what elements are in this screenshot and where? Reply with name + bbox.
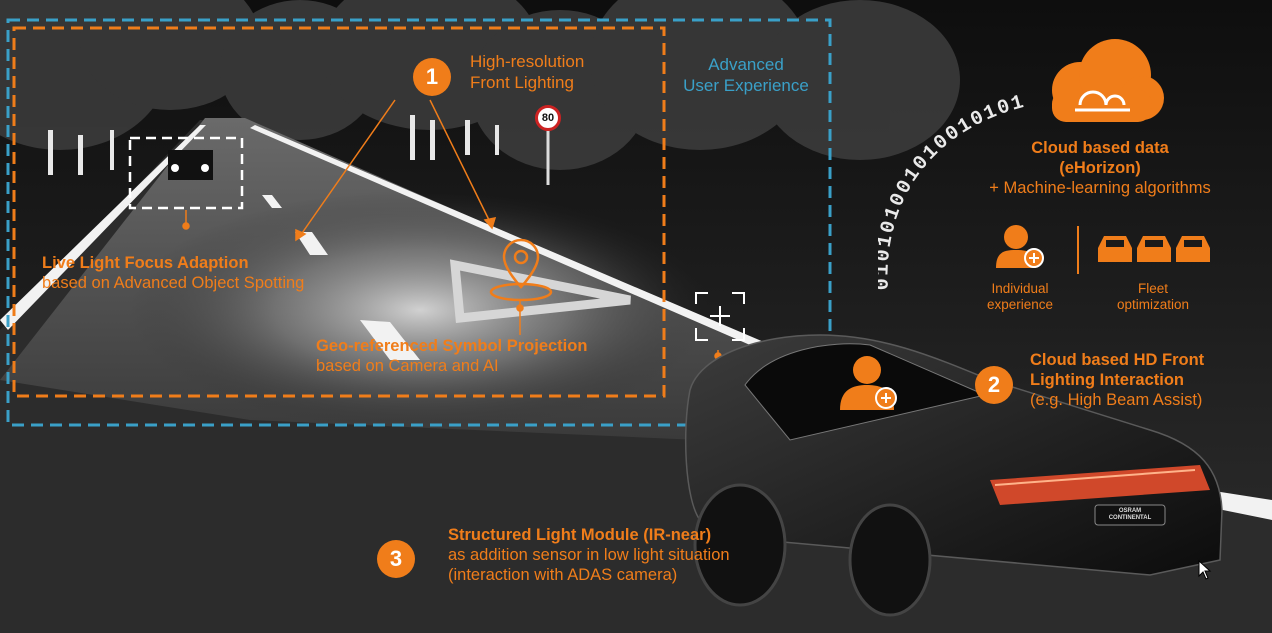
individual-experience-label: Individual experience	[970, 281, 1070, 314]
speed-limit-value: 80	[541, 112, 555, 124]
fleet-line1: Fleet	[1137, 281, 1168, 296]
callout-2-title-line2: Lighting Interaction	[1030, 371, 1184, 390]
speed-limit-sign: 80	[535, 105, 561, 131]
license-plate-line1: OSRAM	[1118, 508, 1142, 514]
crosshair-bracket	[695, 292, 745, 341]
callout-3-line2: as addition sensor in low light situatio…	[448, 546, 730, 565]
callout-1-badge: 1	[413, 58, 451, 96]
cloud-title-line1: Cloud based data	[1031, 139, 1169, 157]
cloud-icon	[1052, 39, 1164, 122]
callout-2-block: Cloud based HD Front Lighting Interactio…	[1030, 350, 1204, 410]
object-spotting-frame	[128, 136, 244, 210]
advanced-ux-line1: Advanced	[708, 55, 784, 74]
license-plate-line2: CONTINENTAL	[1108, 515, 1152, 521]
live-light-title: Live Light Focus Adaption	[42, 254, 249, 272]
geo-symbol-title: Geo-referenced Symbol Projection	[316, 337, 588, 355]
cloud-title-line2: (eHorizon)	[1059, 159, 1141, 178]
location-pin-icon	[489, 238, 553, 302]
binary-data-stream: 01010100101001010100	[871, 79, 1028, 295]
license-plate: OSRAM CONTINENTAL	[1097, 507, 1163, 524]
callout-2-badge: 2	[975, 366, 1013, 404]
car	[684, 334, 1223, 617]
callout-2-title-line1: Cloud based HD Front	[1030, 351, 1205, 369]
callout-1-title-line1: High-resolution	[470, 52, 585, 71]
individual-person-icon	[996, 225, 1044, 268]
callout-3-title: Structured Light Module (IR-near)	[448, 526, 712, 544]
blue-dashed-frame	[6, 18, 832, 427]
live-light-block: Live Light Focus Adaption based on Advan…	[42, 253, 304, 293]
orange-dashed-frame	[12, 26, 666, 398]
geo-symbol-block: Geo-referenced Symbol Projection based o…	[316, 336, 587, 376]
callout-3-number: 3	[389, 546, 403, 571]
callout-1-title: High-resolution Front Lighting	[470, 52, 584, 93]
advanced-ux-label: Advanced User Experience	[668, 55, 824, 96]
callout-2-subtitle: (e.g. High Beam Assist)	[1030, 391, 1203, 410]
callout-3-line3: (interaction with ADAS camera)	[448, 566, 678, 585]
cloud-block: Cloud based data (eHorizon) + Machine-le…	[950, 138, 1250, 198]
cloud-subtitle: + Machine-learning algorithms	[989, 179, 1211, 198]
live-light-subtitle: based on Advanced Object Spotting	[42, 274, 305, 293]
individual-line2: experience	[986, 297, 1054, 313]
mouse-cursor-icon	[1198, 559, 1212, 585]
fleet-line2: optimization	[1116, 297, 1190, 313]
geo-symbol-subtitle: based on Camera and AI	[316, 357, 499, 376]
tree-trunks	[48, 115, 499, 175]
callout-1-title-line2: Front Lighting	[470, 72, 574, 92]
callout-1-number: 1	[425, 64, 439, 89]
individual-line1: Individual	[991, 281, 1049, 296]
driver-person-icon	[840, 356, 897, 410]
advanced-ux-line2: User Experience	[683, 75, 809, 95]
projected-triangle	[449, 259, 631, 323]
fleet-cars-icon	[1098, 236, 1210, 262]
callout-3-badge: 3	[377, 540, 415, 578]
callout-2-number: 2	[987, 372, 1001, 397]
callout-3-block: Structured Light Module (IR-near) as add…	[448, 525, 730, 585]
fleet-optimization-label: Fleet optimization	[1098, 281, 1208, 314]
